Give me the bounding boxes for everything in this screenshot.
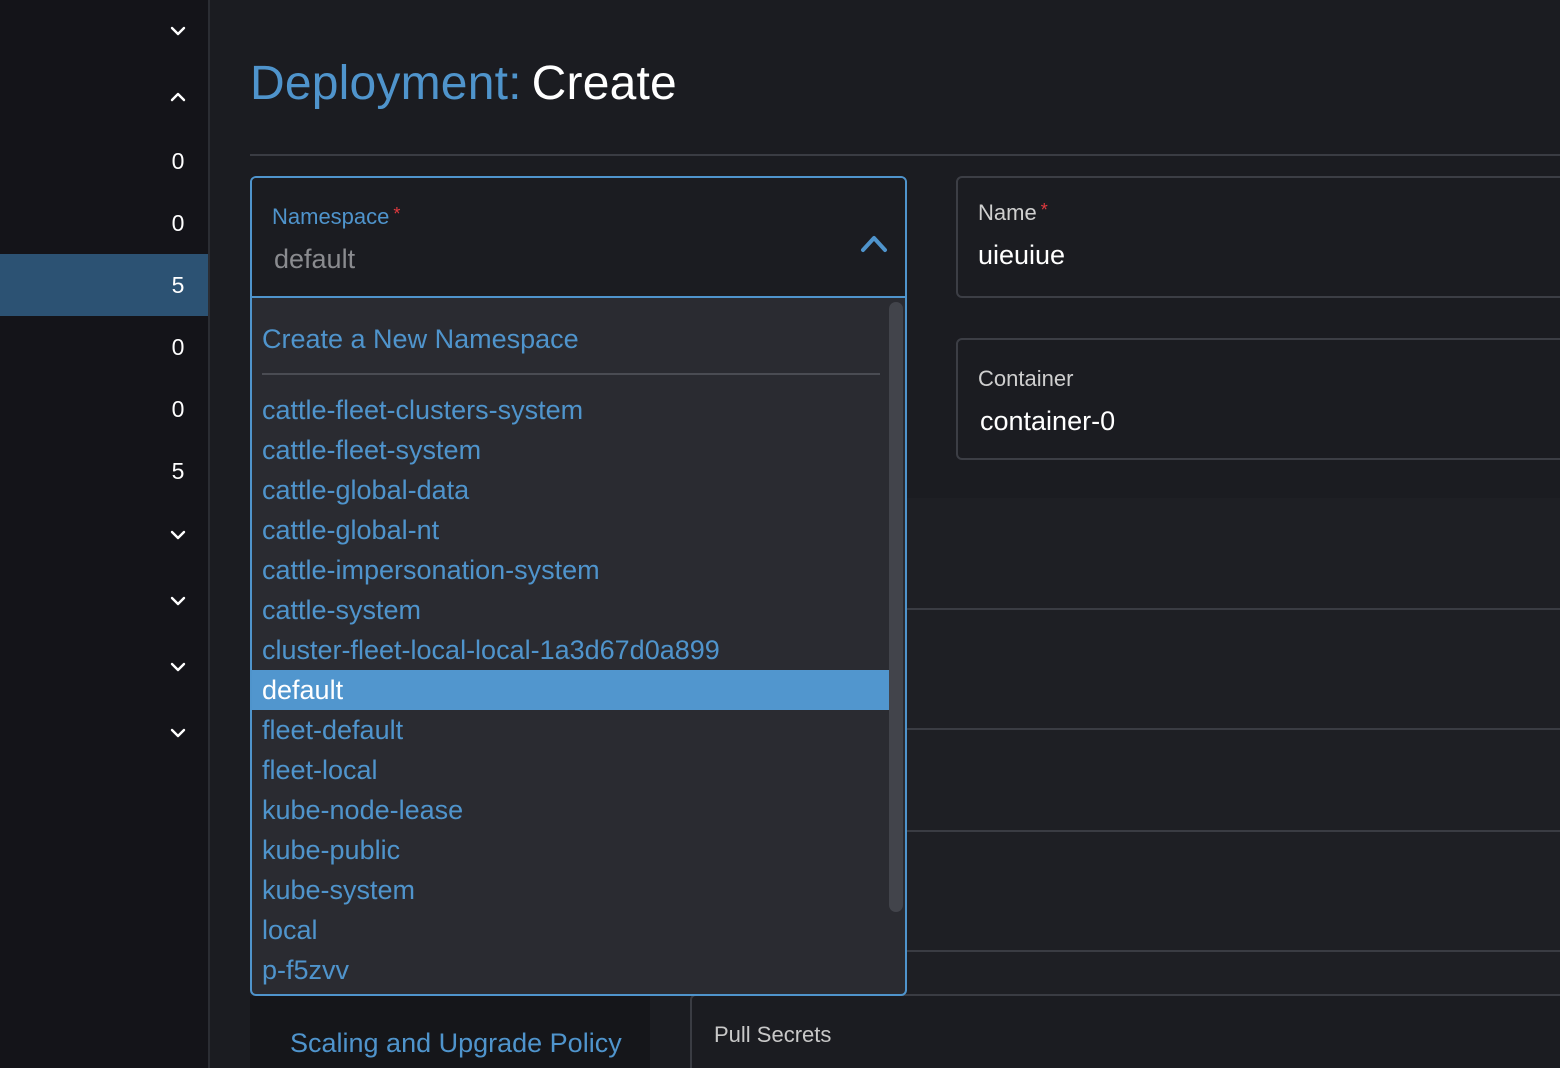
sidebar-group-toggle[interactable] <box>0 570 208 632</box>
sidebar-group-toggle[interactable] <box>0 66 208 128</box>
chevron-up-icon[interactable] <box>859 232 889 254</box>
pull-secrets-label: Pull Secrets <box>714 1022 832 1047</box>
chevron-up-icon <box>170 92 186 102</box>
namespace-option[interactable]: kube-public <box>262 835 401 865</box>
content-divider <box>906 728 1560 730</box>
chevron-down-icon <box>170 530 186 540</box>
sidebar-item-count[interactable]: 0 <box>0 192 208 254</box>
sidebar-item-count[interactable]: 0 <box>0 316 208 378</box>
sidebar-item-count[interactable]: 0 <box>0 378 208 440</box>
content-divider <box>906 950 1560 952</box>
container-field[interactable]: Container container-0 <box>956 338 1560 460</box>
namespace-option[interactable]: local <box>262 915 318 945</box>
namespace-current-value: default <box>274 244 356 274</box>
namespace-option[interactable]: default <box>252 670 890 710</box>
name-field-label: Name* <box>978 200 1048 226</box>
namespace-select[interactable]: Namespace* default Create a New Namespac… <box>250 176 907 996</box>
page-title-crumb[interactable]: Deployment: <box>250 57 522 110</box>
container-field-value[interactable]: container-0 <box>980 406 1116 436</box>
namespace-option[interactable]: cattle-fleet-clusters-system <box>262 395 584 425</box>
side-tabs-panel <box>250 996 650 1068</box>
namespace-label-text: Namespace <box>272 204 390 229</box>
sidebar-item-count-value: 0 <box>171 147 185 174</box>
required-marker: * <box>393 204 401 224</box>
content-divider <box>906 608 1560 610</box>
namespace-option[interactable]: cattle-fleet-system <box>262 435 482 465</box>
namespace-option[interactable]: kube-node-lease <box>262 795 464 825</box>
sidebar-group-toggle[interactable] <box>0 702 208 764</box>
tab-scaling-and-upgrade-policy[interactable]: Scaling and Upgrade Policy <box>290 1028 622 1058</box>
sidebar-item-count-value: 0 <box>171 333 185 360</box>
sidebar-item-count-value: 0 <box>171 395 185 422</box>
namespace-option[interactable]: cattle-global-nt <box>262 515 440 545</box>
name-field-value[interactable]: uieuiue <box>978 240 1066 270</box>
sidebar: 0 0 5 0 0 5 <box>0 0 210 1068</box>
namespace-option[interactable]: kube-system <box>262 875 416 905</box>
chevron-down-icon <box>170 26 186 36</box>
namespace-options-list: cattle-fleet-clusters-system cattle-fleet… <box>252 390 890 990</box>
namespace-option[interactable]: p-f5zvv <box>262 955 350 985</box>
namespace-option[interactable]: fleet-default <box>262 715 404 745</box>
pull-secrets-field[interactable]: Pull Secrets <box>690 994 1560 1068</box>
sidebar-item-count-value: 0 <box>171 209 185 236</box>
sidebar-group-toggle[interactable] <box>0 636 208 698</box>
content-divider <box>906 830 1560 832</box>
name-field-label-text: Name <box>978 200 1037 225</box>
dropdown-scrollbar-thumb[interactable] <box>889 302 903 912</box>
sidebar-group-toggle[interactable] <box>0 0 208 62</box>
name-field[interactable]: Name* uieuiue <box>956 176 1560 298</box>
namespace-label: Namespace* <box>272 204 400 230</box>
chevron-down-icon <box>170 728 186 738</box>
namespace-option[interactable]: fleet-local <box>262 755 378 785</box>
namespace-option[interactable]: cattle-global-data <box>262 475 470 505</box>
container-field-label: Container <box>978 366 1074 391</box>
dropdown-divider <box>262 373 880 375</box>
namespace-option[interactable]: cattle-system <box>262 595 422 625</box>
sidebar-item-count-value: 5 <box>171 271 185 298</box>
chevron-down-icon <box>170 662 186 672</box>
sidebar-item-count[interactable]: 0 <box>0 130 208 192</box>
create-namespace-option[interactable]: Create a New Namespace <box>262 324 579 354</box>
namespace-option[interactable]: cattle-impersonation-system <box>262 555 600 585</box>
required-marker: * <box>1040 200 1048 220</box>
page-title: Deployment:Create <box>250 56 677 111</box>
content-panel <box>906 498 1560 998</box>
sidebar-group-toggle[interactable] <box>0 504 208 566</box>
namespace-select-toggle[interactable]: Namespace* default <box>252 178 905 298</box>
namespace-option[interactable]: cluster-fleet-local-local-1a3d67d0a899 <box>262 635 720 665</box>
sidebar-item-count[interactable]: 5 <box>0 440 208 502</box>
page-title-action: Create <box>531 57 677 110</box>
chevron-down-icon <box>170 596 186 606</box>
sidebar-item-count[interactable]: 5 <box>0 254 208 316</box>
dropdown-scrollbar[interactable] <box>889 302 903 992</box>
header-divider <box>250 154 1560 156</box>
sidebar-item-count-value: 5 <box>171 457 185 484</box>
